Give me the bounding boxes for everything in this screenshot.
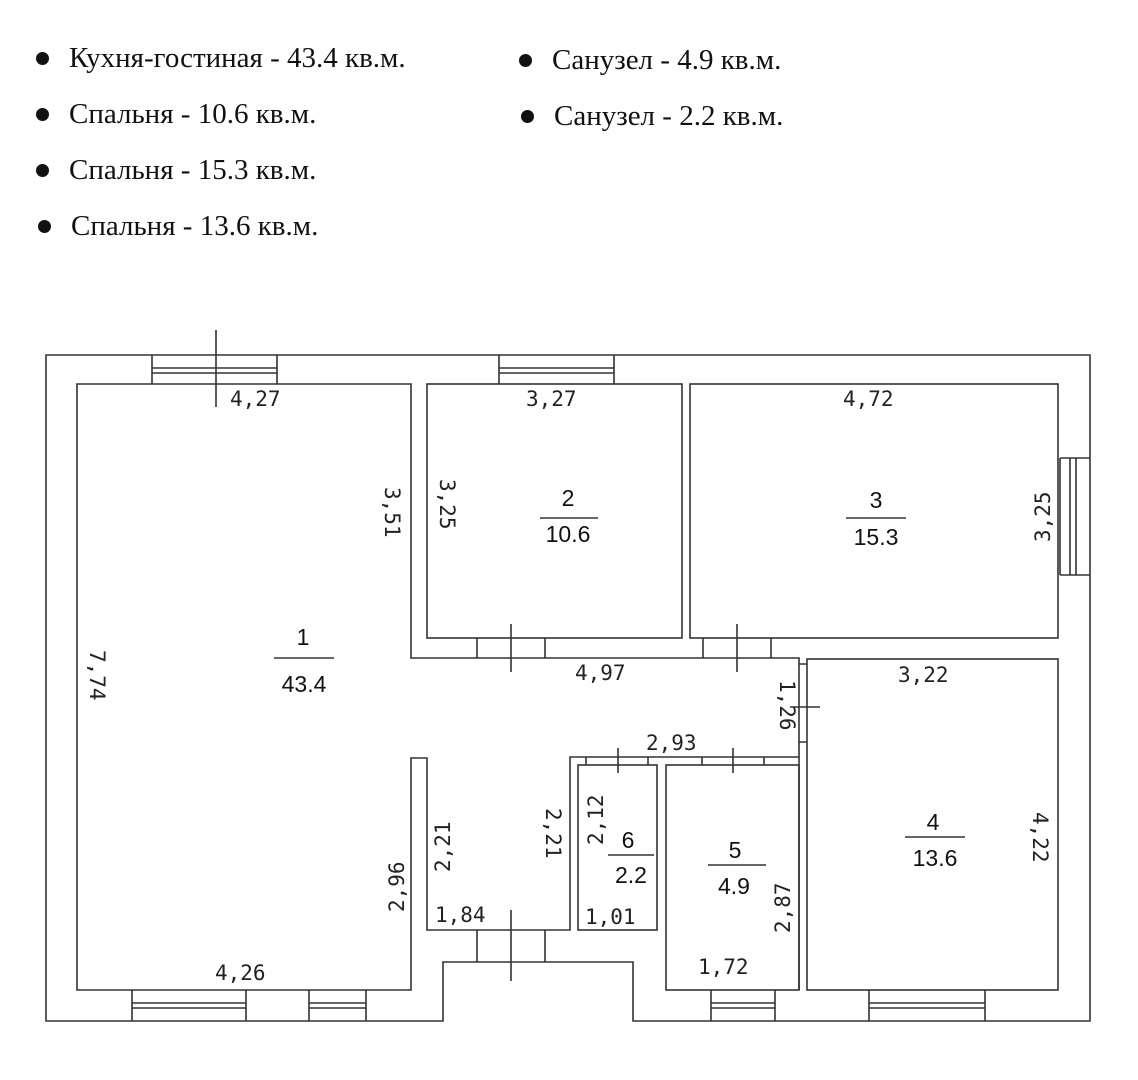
legend-text: Санузел - 2.2 кв.м. xyxy=(554,100,784,132)
dimension-label: 4,97 xyxy=(575,661,626,685)
bullet-icon xyxy=(36,164,49,177)
dimension-label: 2,12 xyxy=(584,794,608,845)
room-area: 10.6 xyxy=(546,521,591,547)
room-number: 2 xyxy=(562,485,575,511)
room-number: 5 xyxy=(729,837,742,863)
window xyxy=(498,355,615,384)
dimension-label: 1,01 xyxy=(585,905,636,929)
dimension-label: 1,26 xyxy=(775,680,799,731)
window xyxy=(1059,457,1090,576)
room-number: 1 xyxy=(297,624,310,650)
walls xyxy=(45,354,1091,1022)
room-number: 6 xyxy=(622,827,635,853)
door xyxy=(790,663,820,743)
dimension-label: 2,21 xyxy=(431,821,455,872)
window xyxy=(131,990,247,1021)
door xyxy=(476,624,546,672)
dimension-label: 7,74 xyxy=(85,650,109,701)
dimension-label: 3,25 xyxy=(1031,491,1055,542)
window xyxy=(710,990,776,1021)
dimension-label: 4,27 xyxy=(230,387,281,411)
dimension-label: 2,21 xyxy=(541,808,565,859)
dimension-label: 3,27 xyxy=(526,387,577,411)
dimension-label: 1,72 xyxy=(698,955,749,979)
room-3-outline xyxy=(689,383,1059,639)
dimension-label: 3,25 xyxy=(435,479,459,530)
door xyxy=(701,748,765,773)
room-2-outline xyxy=(426,383,683,639)
room-4-outline xyxy=(806,658,1059,991)
legend-item: Санузел - 2.2 кв.м. xyxy=(521,100,783,133)
dimension-label: 2,93 xyxy=(646,731,697,755)
dimension-label: 2,96 xyxy=(385,861,409,912)
bullet-icon xyxy=(36,108,49,121)
legend-item: Спальня - 15.3 кв.м. xyxy=(36,154,316,187)
room-area: 43.4 xyxy=(282,671,327,697)
legend-item: Спальня - 13.6 кв.м. xyxy=(38,210,318,243)
outer-wall xyxy=(45,354,1091,1022)
door xyxy=(585,748,649,773)
bullet-icon xyxy=(519,54,532,67)
doors xyxy=(215,330,820,981)
legend-item: Санузел - 4.9 кв.м. xyxy=(519,44,781,77)
windows xyxy=(131,355,1090,1021)
dimension-label: 1,84 xyxy=(435,903,486,927)
dimension-label: 4,22 xyxy=(1028,812,1052,863)
door xyxy=(476,910,546,981)
dimension-label: 2,87 xyxy=(771,882,795,933)
bullet-icon xyxy=(36,52,49,65)
legend-text: Санузел - 4.9 кв.м. xyxy=(552,44,782,76)
room-labels: 1 43.4 2 10.6 3 15.3 4 13.6 5 4.9 6 2.2 xyxy=(274,485,965,899)
window xyxy=(868,990,986,1021)
room-area: 13.6 xyxy=(913,845,958,871)
window xyxy=(151,355,278,384)
legend-item: Спальня - 10.6 кв.м. xyxy=(36,98,316,131)
room-number: 3 xyxy=(870,487,883,513)
dimensions: 4,27 7,74 3,51 4,26 2,96 3,27 3,25 4,72 … xyxy=(85,387,1055,985)
door xyxy=(702,624,772,672)
dimension-label: 3,22 xyxy=(898,663,949,687)
dimension-label: 4,26 xyxy=(215,961,266,985)
dimension-label: 3,51 xyxy=(380,487,404,538)
room-number: 4 xyxy=(927,809,940,835)
room-area: 2.2 xyxy=(615,862,647,888)
dimension-label: 4,72 xyxy=(843,387,894,411)
window xyxy=(308,990,367,1021)
room-area: 15.3 xyxy=(854,524,899,550)
legend-text: Кухня-гостиная - 43.4 кв.м. xyxy=(69,42,406,74)
legend-item: Кухня-гостиная - 43.4 кв.м. xyxy=(36,42,406,75)
legend-text: Спальня - 13.6 кв.м. xyxy=(71,210,319,242)
legend-text: Спальня - 15.3 кв.м. xyxy=(69,154,317,186)
bullet-icon xyxy=(521,110,534,123)
room-1-outline xyxy=(76,383,800,991)
bullet-icon xyxy=(38,220,51,233)
legend-text: Спальня - 10.6 кв.м. xyxy=(69,98,317,130)
room-area: 4.9 xyxy=(718,873,750,899)
